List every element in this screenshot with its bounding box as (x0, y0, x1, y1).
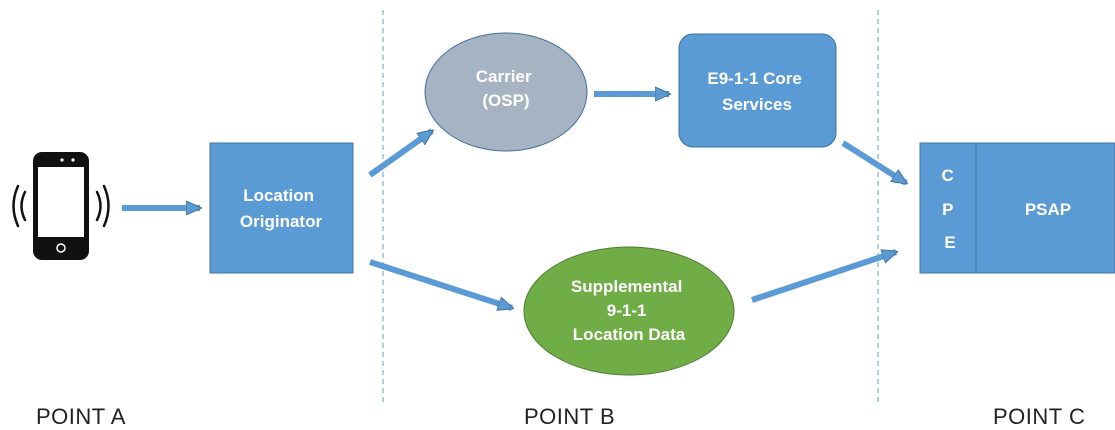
carrier-label-line2: (OSP) (482, 91, 529, 110)
core-services-label-line2: Services (722, 95, 792, 114)
svg-text:C P E: C P E (941, 166, 958, 252)
core-services-label-line1: E9-1-1 Core (707, 69, 801, 88)
point-c-label: POINT C (993, 404, 1085, 429)
carrier-node: Carrier (OSP) (424, 32, 588, 152)
arrow-originator-to-carrier (368, 128, 432, 178)
psap-box (975, 142, 1115, 274)
carrier-label-line1: Carrier (476, 67, 532, 86)
location-originator-node: Location Originator (209, 142, 354, 274)
svg-text:Carrier (OSP): Carrier (OSP) (476, 67, 537, 110)
svg-text:Location Originator: Location Originator (240, 186, 323, 231)
supplemental-label-line3: Location Data (573, 325, 686, 344)
point-b-label: POINT B (524, 404, 615, 429)
supplemental-node: Supplemental 9-1-1 Location Data (523, 246, 735, 376)
arrow-core-to-cpe (841, 140, 906, 186)
psap-label: PSAP (1025, 200, 1071, 219)
svg-text:E9-1-1 Core Services: E9-1-1 Core Services (707, 69, 806, 114)
cpe-letter-e: E (944, 233, 955, 252)
svg-text:Supplemental 9-1-1: Supplemental 9-1-1 Location Data (571, 277, 687, 344)
supplemental-label-line1: Supplemental (571, 277, 682, 296)
cpe-letter-p: P (942, 200, 953, 219)
psap-node: C P E PSAP (919, 142, 1115, 274)
arrows (122, 94, 906, 308)
location-originator-label-line1: Location (243, 186, 314, 205)
arrow-originator-to-supplemental (369, 259, 512, 308)
arrow-supplemental-to-cpe (751, 249, 896, 303)
supplemental-label-line2: 9-1-1 (607, 301, 647, 320)
cpe-letter-c: C (941, 166, 953, 185)
core-services-node: E9-1-1 Core Services (678, 33, 837, 148)
signal-waves-icon (12, 184, 110, 228)
point-a-label: POINT A (36, 404, 126, 429)
location-originator-label-line2: Originator (240, 212, 323, 231)
smartphone-icon (33, 152, 89, 260)
